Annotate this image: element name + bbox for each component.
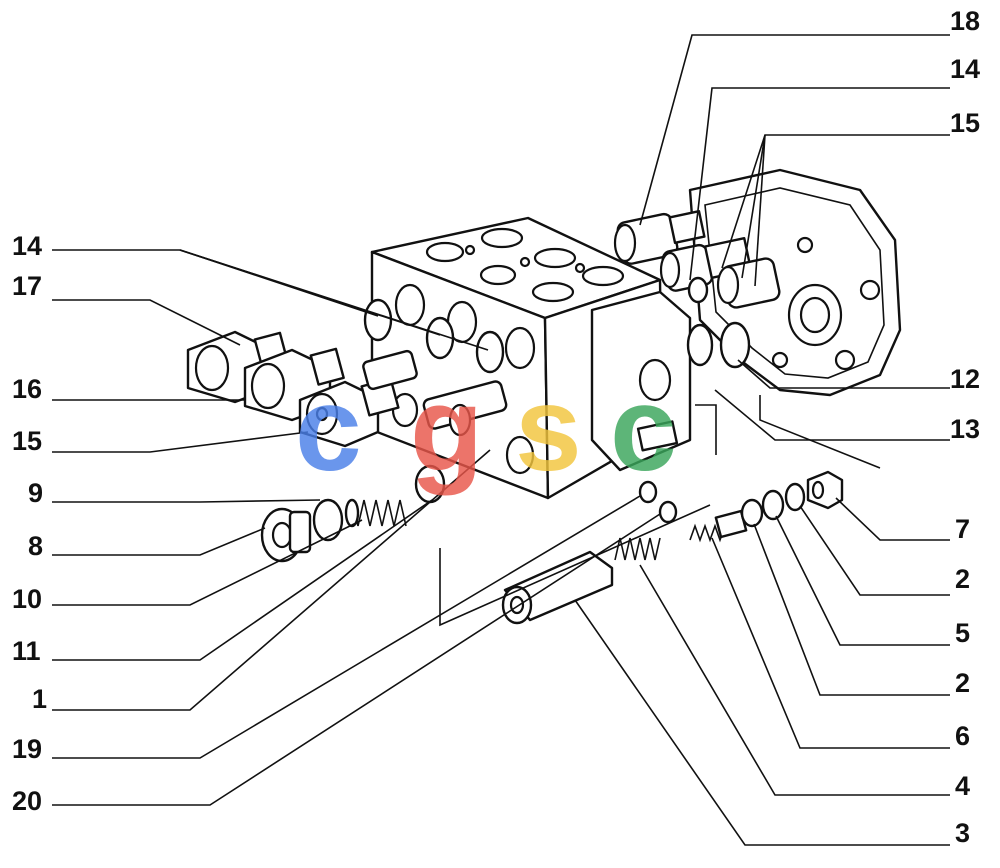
callout-right-2a: 2 [955, 564, 970, 594]
oring-12-a [686, 323, 714, 367]
spring-4 [614, 537, 661, 561]
nut-7 [806, 470, 844, 510]
callout-left-17: 17 [12, 271, 42, 301]
fitting-15-top [716, 257, 781, 309]
right-callouts: 18 14 15 12 13 7 2 5 2 6 4 3 [950, 6, 980, 848]
callout-left-11: 11 [12, 636, 41, 666]
callout-left-10: 10 [12, 584, 42, 614]
callout-left-9: 9 [28, 478, 43, 508]
callout-left-15: 15 [12, 426, 42, 456]
callout-right-15: 15 [950, 108, 980, 138]
oring-14-top [687, 276, 709, 304]
callout-right-18: 18 [950, 6, 980, 36]
ball-19 [638, 480, 658, 504]
axis-lines [439, 395, 881, 627]
washer-2-a [740, 498, 764, 528]
plug-8 [260, 507, 312, 563]
callout-left-20: 20 [12, 786, 42, 816]
callout-left-1: 1 [32, 684, 47, 714]
spool-3 [501, 550, 614, 625]
callout-right-4: 4 [955, 771, 970, 801]
watermark-letter-s: s [515, 362, 582, 496]
callout-right-2b: 2 [955, 668, 970, 698]
ball-20 [658, 500, 678, 524]
callout-right-3: 3 [955, 818, 970, 848]
watermark-letter-g: g [410, 362, 483, 496]
watermark-letter-c1: c [295, 362, 362, 496]
callout-left-14: 14 [12, 231, 42, 261]
fitting-15-mid [362, 349, 418, 391]
washer-2-b [784, 482, 806, 512]
fitting-18 [613, 209, 706, 265]
spring-10 [344, 498, 407, 528]
bolt-6 [689, 509, 748, 543]
callout-right-5: 5 [955, 618, 970, 648]
callout-left-16: 16 [12, 374, 42, 404]
callout-right-7: 7 [955, 514, 970, 544]
spool-mid [422, 380, 508, 437]
watermark-logo: c g s c [295, 362, 677, 496]
callout-left-19: 19 [12, 734, 42, 764]
callout-right-6: 6 [955, 721, 970, 751]
watermark-letter-c2: c [610, 362, 677, 496]
left-callouts: 14 17 16 15 9 8 10 11 1 19 20 [12, 231, 47, 816]
oring-14-left-c [475, 330, 505, 374]
valve-block [370, 216, 692, 500]
washer-5 [761, 489, 785, 521]
callout-right-12: 12 [950, 364, 980, 394]
fitting-15-left [298, 377, 400, 448]
oring-14-left-a [363, 298, 393, 342]
leader-lines [52, 34, 950, 846]
oring-12-b [719, 321, 751, 369]
washer-9 [312, 498, 344, 542]
callout-right-13: 13 [950, 414, 980, 444]
callout-right-14: 14 [950, 54, 980, 84]
callout-left-8: 8 [28, 531, 43, 561]
